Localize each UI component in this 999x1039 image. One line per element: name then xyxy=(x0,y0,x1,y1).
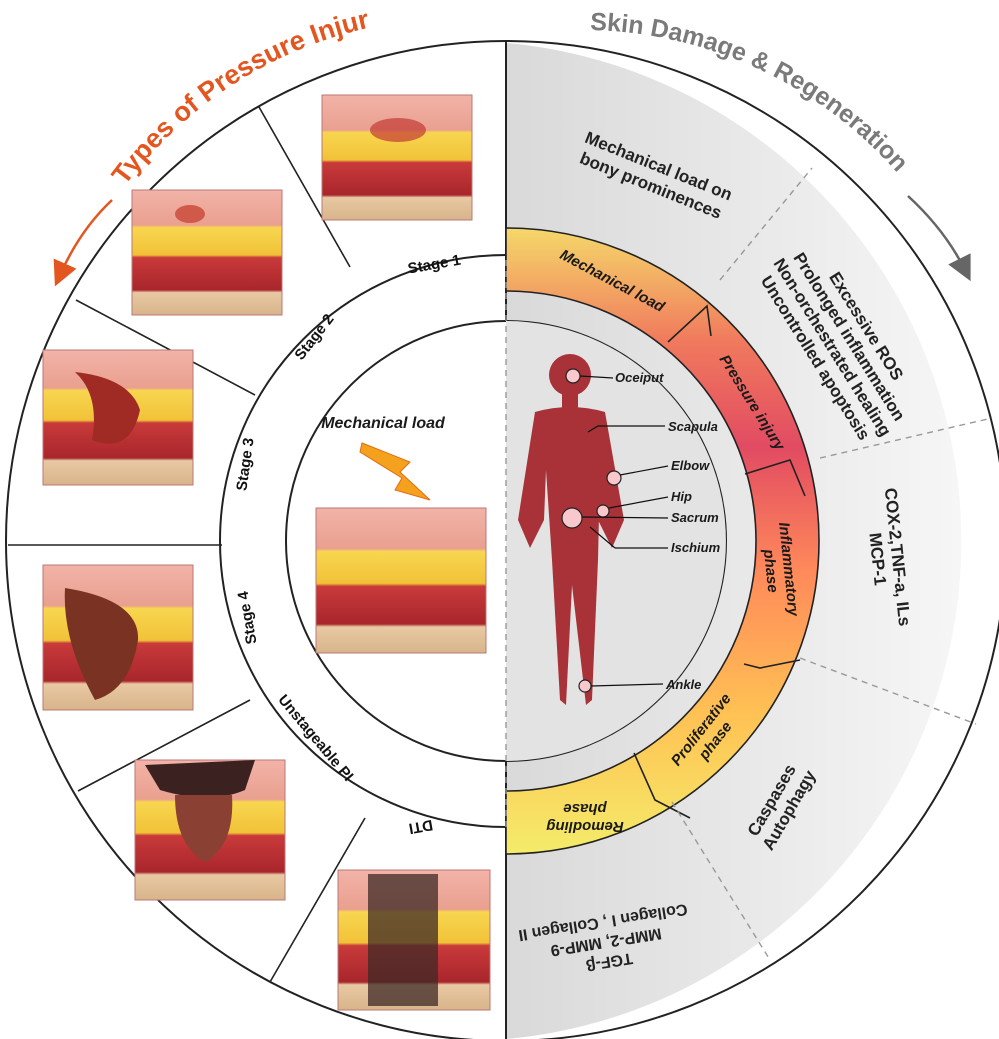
site-scapula: Scapula xyxy=(668,419,718,434)
skin-stage-4-image xyxy=(43,565,193,710)
skin-unstageable-image xyxy=(135,760,285,900)
site-sacrum: Sacrum xyxy=(671,510,719,525)
unstageable-pi-label: Unstageable PI xyxy=(274,691,356,784)
stage-2-label: Stage 2 xyxy=(291,311,337,364)
center-mechanical-load-label: Mechanical load xyxy=(321,415,446,432)
skin-stage-3-image xyxy=(43,350,193,485)
site-hip: Hip xyxy=(671,489,692,504)
right-arrow xyxy=(908,196,965,270)
site-oceiput: Oceiput xyxy=(615,370,664,385)
svg-text:Remodling: Remodling xyxy=(546,818,624,835)
skin-center-image xyxy=(316,508,486,653)
site-ischium: Ischium xyxy=(671,540,721,555)
skin-dti-image xyxy=(338,870,490,1010)
svg-text:phase: phase xyxy=(563,800,607,817)
left-title: Types of Pressure Injury xyxy=(0,0,372,190)
skin-stage-1-image xyxy=(322,95,472,220)
stage-1-label: Stage 1 xyxy=(406,252,462,278)
site-elbow: Elbow xyxy=(671,458,710,473)
left-arrow xyxy=(60,200,112,275)
site-ankle: Ankle xyxy=(665,677,701,692)
skin-stage-2-image xyxy=(132,190,282,315)
stage-4-label: Stage 4 xyxy=(234,589,260,645)
dti-label: DTI xyxy=(407,816,434,837)
